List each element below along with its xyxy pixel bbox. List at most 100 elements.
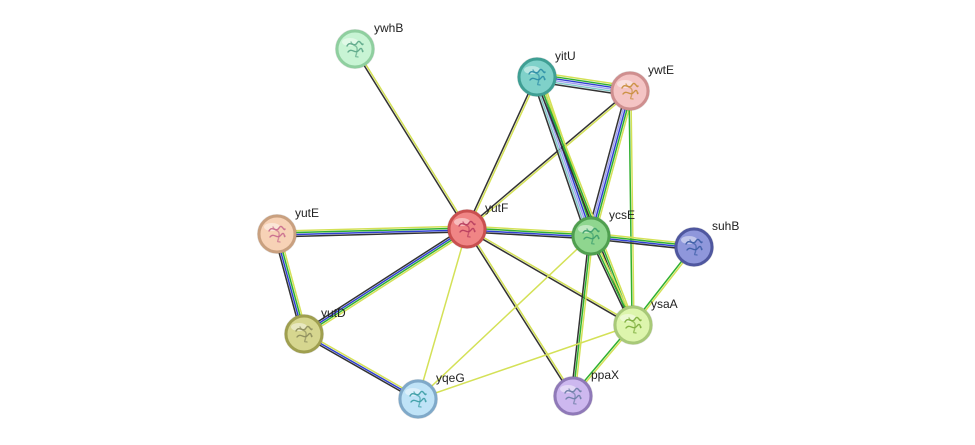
protein-structure-icon — [409, 390, 427, 408]
node-yitU[interactable] — [517, 57, 557, 97]
edge-strand — [302, 227, 468, 334]
edge-yutF-ysaA[interactable] — [465, 227, 635, 327]
node-label-yqeG: yqeG — [436, 371, 465, 385]
structure-strand — [346, 40, 364, 47]
edge-ysaA-yqeG[interactable] — [417, 324, 634, 400]
node-yutF[interactable] — [447, 209, 487, 249]
edge-strand — [536, 76, 634, 326]
edge-strand — [466, 90, 632, 231]
protein-structure-icon — [268, 225, 286, 243]
node-circle — [610, 71, 650, 111]
node-circle — [398, 379, 438, 419]
node-label-yitU: yitU — [555, 49, 576, 63]
node-ysaA[interactable] — [613, 305, 653, 345]
protein-structure-icon — [458, 220, 476, 238]
edge-yutF-ppaX[interactable] — [465, 227, 575, 398]
edge-strand — [466, 227, 592, 236]
protein-structure-icon — [295, 325, 313, 343]
edge-strand — [301, 225, 467, 333]
structure-strand — [583, 234, 600, 240]
structure-strand — [686, 245, 703, 251]
edge-strand — [628, 90, 633, 326]
edge-strand — [276, 227, 468, 234]
edge-strand — [538, 75, 636, 326]
structure-strand — [296, 332, 313, 338]
node-label-ycsE: ycsE — [609, 208, 635, 222]
edge-strand — [304, 230, 470, 338]
edge-yitU-yutF[interactable] — [465, 75, 539, 231]
node-label-yutF: yutF — [485, 201, 508, 215]
node-circle — [335, 29, 375, 69]
edge-strand — [465, 229, 634, 327]
edge-ycsE-yqeG[interactable] — [417, 235, 592, 400]
protein-structure-icon — [621, 82, 639, 100]
structure-strand — [532, 69, 541, 86]
edge-ywhB-yutF[interactable] — [353, 47, 469, 231]
structure-strand — [582, 227, 600, 234]
edge-strand — [417, 235, 592, 400]
edge-yitU-ycsE[interactable] — [531, 74, 597, 239]
structure-strand — [409, 390, 427, 397]
node-ywhB[interactable] — [335, 29, 375, 69]
edge-ywtE-ycsE[interactable] — [586, 89, 635, 238]
edge-strand — [531, 77, 588, 239]
edge-strand — [586, 89, 628, 236]
edge-ywtE-ysaA[interactable] — [628, 90, 635, 326]
edge-strand — [467, 227, 575, 397]
node-yqeG[interactable] — [398, 379, 438, 419]
edge-strand — [303, 333, 419, 400]
node-suhB[interactable] — [674, 227, 714, 267]
structure-strand — [628, 317, 637, 334]
structure-strand — [689, 239, 698, 256]
structure-strand — [347, 47, 364, 53]
node-circle — [674, 227, 714, 267]
node-circle — [613, 305, 653, 345]
structure-strand — [565, 394, 582, 400]
edge-strand — [465, 89, 631, 230]
edge-yutF-yutD[interactable] — [301, 225, 470, 338]
edge-strand — [533, 77, 590, 238]
structure-strand — [350, 41, 359, 58]
protein-structure-icon — [582, 227, 600, 245]
node-ppaX[interactable] — [553, 376, 593, 416]
node-label-yutE: yutE — [295, 206, 319, 220]
structure-strand — [462, 221, 471, 238]
edge-ywtE-yutF[interactable] — [465, 89, 632, 231]
node-ycsE[interactable] — [571, 216, 611, 256]
edge-yutE-yutF[interactable] — [276, 225, 468, 238]
node-label-suhB: suhB — [712, 219, 739, 233]
edge-strand — [303, 229, 469, 336]
edge-strand — [574, 235, 594, 397]
protein-structure-icon — [346, 40, 364, 58]
edge-yutF-ycsE[interactable] — [466, 225, 592, 240]
edge-strand — [276, 231, 468, 238]
node-circle — [517, 57, 557, 97]
structure-strand — [458, 220, 476, 227]
structure-strand — [625, 323, 642, 329]
protein-structure-icon — [624, 316, 642, 334]
structure-strand — [410, 397, 427, 403]
protein-structure-icon — [564, 387, 582, 405]
structure-strand — [564, 387, 582, 394]
node-ywtE[interactable] — [610, 71, 650, 111]
edge-ycsE-ppaX[interactable] — [570, 235, 594, 397]
edge-strand — [593, 91, 635, 238]
edge-strand — [465, 75, 537, 230]
edge-strand — [588, 89, 629, 237]
node-circle — [257, 214, 297, 254]
node-yutD[interactable] — [284, 314, 324, 354]
node-label-ppaX: ppaX — [591, 368, 619, 382]
node-label-ywhB: ywhB — [374, 21, 403, 35]
edge-strand — [466, 231, 592, 240]
node-circle — [553, 376, 593, 416]
edge-yutD-yqeG[interactable] — [302, 331, 420, 402]
structure-strand — [586, 228, 595, 245]
node-yutE[interactable] — [257, 214, 297, 254]
structure-strand — [269, 232, 286, 238]
edge-strand — [417, 228, 468, 400]
node-circle — [284, 314, 324, 354]
structure-strand — [413, 391, 422, 408]
structure-strand — [295, 325, 313, 332]
edge-yutF-yqeG[interactable] — [417, 228, 468, 400]
